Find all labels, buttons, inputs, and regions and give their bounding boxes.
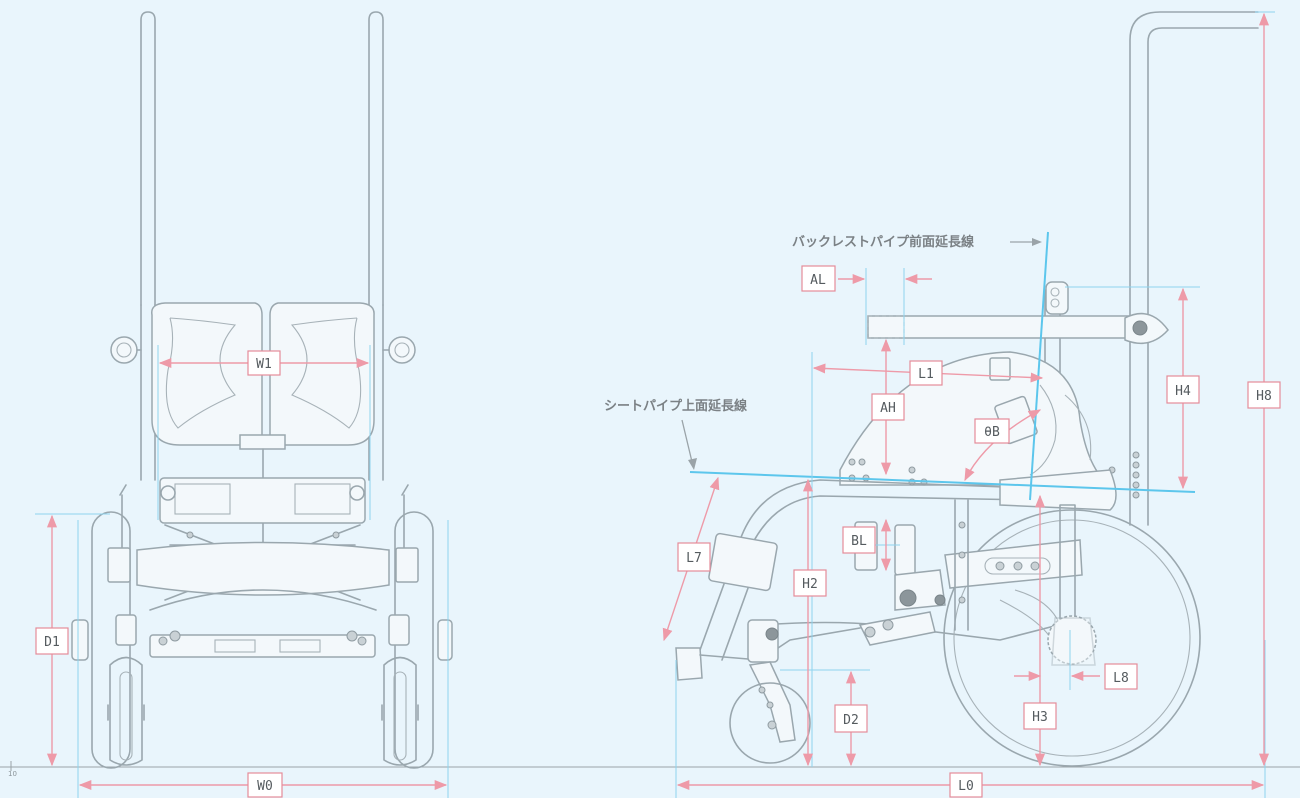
dim-h8: H8 xyxy=(1247,12,1281,767)
dim-l8: L8 xyxy=(1014,663,1138,690)
front-seat-frame xyxy=(136,477,390,658)
dim-l7: L7 xyxy=(662,476,720,642)
dim-ah: AH xyxy=(871,338,905,476)
side-view xyxy=(675,11,1275,798)
dim-w1: W1 xyxy=(158,350,370,376)
dim-theta-b: θB xyxy=(964,409,1042,482)
front-push-handles xyxy=(140,11,384,306)
dim-h2: H2 xyxy=(793,478,827,767)
label-d2: D2 xyxy=(843,713,859,728)
annotation-backrest-line: バックレストパイプ前面延長線 xyxy=(792,234,1042,250)
label-ah: AH xyxy=(880,401,896,416)
origin-mark: 10 xyxy=(8,770,17,778)
label-h2: H2 xyxy=(802,577,818,592)
label-theta-b: θB xyxy=(984,425,1000,440)
side-tilt-plate xyxy=(944,539,1083,589)
label-l0: L0 xyxy=(958,779,974,794)
dim-w0: W0 xyxy=(78,772,448,798)
front-casters xyxy=(107,614,419,766)
label-w1: W1 xyxy=(256,357,272,372)
annotation-seat-text: シートパイプ上面延長線 xyxy=(604,398,748,414)
dim-bl: BL xyxy=(842,518,892,572)
dim-d1: D1 xyxy=(35,514,69,767)
side-calf-pad xyxy=(708,532,778,592)
side-caster xyxy=(729,619,811,764)
label-al: AL xyxy=(810,273,826,288)
annotation-backrest-text: バックレストパイプ前面延長線 xyxy=(792,234,975,250)
dim-l0: L0 xyxy=(676,772,1265,798)
front-backrest-cushion xyxy=(151,302,375,546)
label-l8: L8 xyxy=(1113,671,1129,686)
dim-al: AL xyxy=(801,265,932,292)
dim-h3: H3 xyxy=(1023,494,1057,767)
label-w0: W0 xyxy=(257,779,273,794)
side-seat-pipe xyxy=(739,479,1031,561)
dim-d2: D2 xyxy=(834,670,868,767)
label-h3: H3 xyxy=(1032,710,1048,725)
dim-l1: L1 xyxy=(812,360,1044,386)
front-rear-wheels xyxy=(71,484,453,769)
side-armrest xyxy=(867,315,1141,339)
annotation-seat-line: シートパイプ上面延長線 xyxy=(604,398,748,470)
front-view xyxy=(35,11,453,798)
label-h8: H8 xyxy=(1256,389,1272,404)
label-l7: L7 xyxy=(686,551,702,566)
dim-h4: H4 xyxy=(1166,287,1200,490)
label-h4: H4 xyxy=(1175,384,1191,399)
front-side-knobs xyxy=(110,336,416,364)
label-l1: L1 xyxy=(918,367,934,382)
side-push-handle xyxy=(1129,11,1259,526)
label-bl: BL xyxy=(851,534,867,549)
label-d1: D1 xyxy=(44,635,60,650)
guide-seat-pipe-extension xyxy=(689,471,1196,493)
